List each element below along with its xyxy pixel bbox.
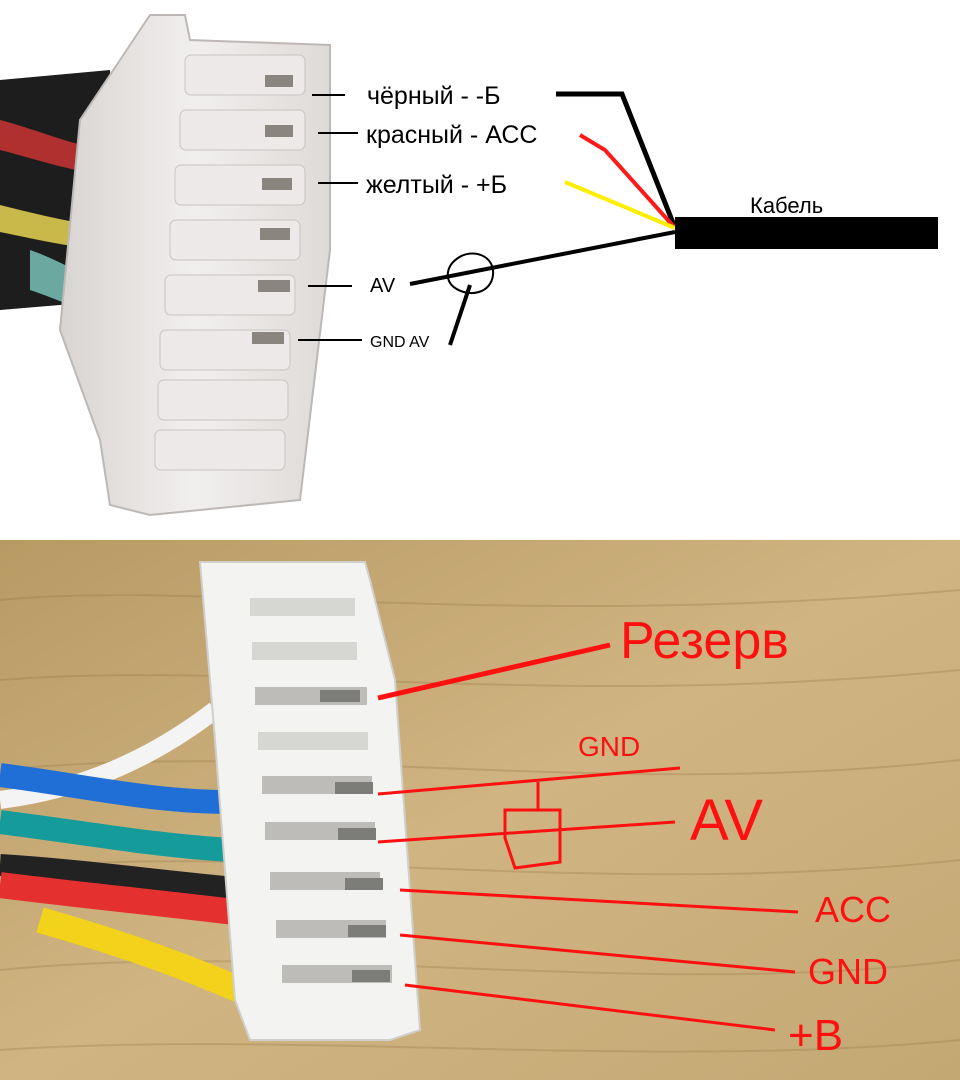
label-gnd: GND — [808, 951, 888, 992]
label-av: AV — [370, 275, 396, 297]
label-cable: Кабель — [750, 193, 823, 218]
top-connector-diagram: чёрный - -Б красный - АСС желтый - +Б AV… — [0, 14, 938, 517]
label-gnd-av: GND AV — [370, 334, 430, 351]
bottom-connector-photo: Резерв GND AV ACC GND +B — [0, 540, 960, 1080]
wire-paths — [409, 91, 678, 346]
label-red: красный - АСС — [366, 121, 537, 149]
connector-housing-bottom — [198, 561, 422, 1041]
label-yellow: желтый - +Б — [366, 171, 507, 199]
cable-bar — [675, 217, 938, 249]
annotation-lines — [377, 642, 799, 1032]
label-av-bottom: AV — [690, 788, 763, 853]
wires — [0, 702, 246, 1002]
leader-lines — [298, 94, 362, 341]
wood-background — [0, 540, 960, 1080]
label-acc: ACC — [815, 889, 891, 930]
label-black: чёрный - -Б — [367, 82, 501, 110]
label-reserve: Резерв — [620, 612, 789, 670]
label-gnd-small: GND — [578, 731, 640, 762]
connector-housing — [58, 14, 331, 517]
top-diagram-svg: чёрный - -Б красный - АСС желтый - +Б AV… — [0, 14, 938, 517]
bottom-diagram-svg: Резерв GND AV ACC GND +B — [0, 540, 960, 1080]
label-plus-b: +B — [788, 1011, 843, 1060]
